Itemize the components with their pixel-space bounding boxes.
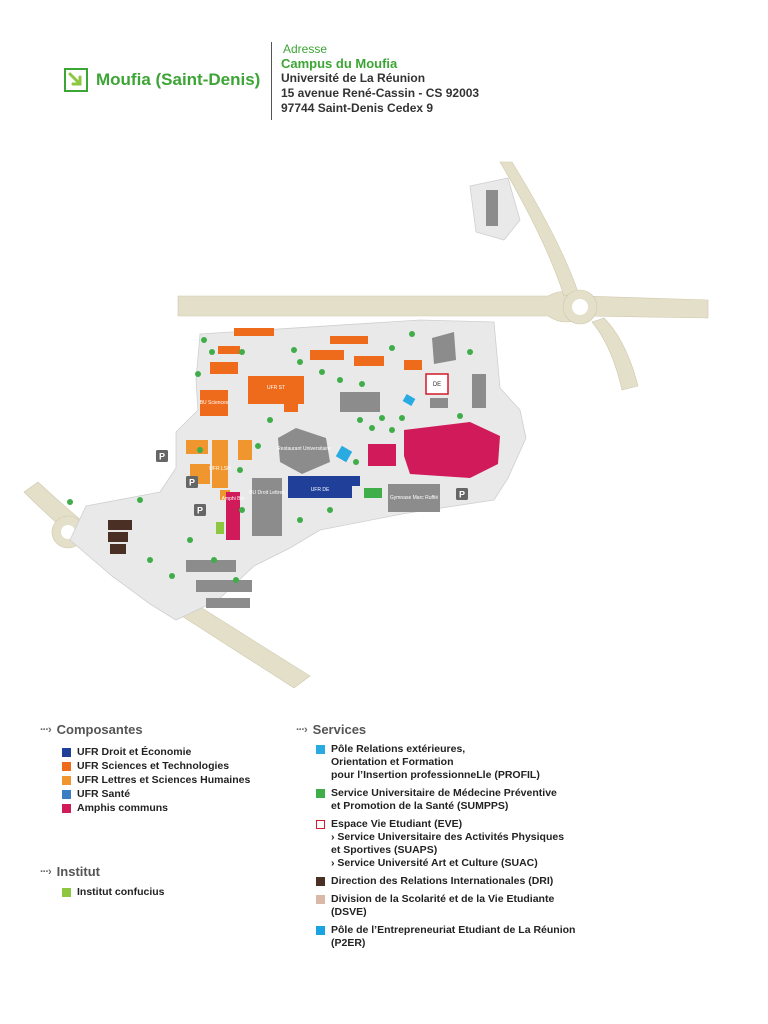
campus-map: P P P P BU Sciences UFR ST Restaurant Un… (23, 161, 709, 689)
parking-icon: P (456, 488, 468, 500)
composantes-heading: ···› Composantes (40, 722, 143, 737)
legend-swatch (62, 762, 71, 771)
legend-item: UFR Santé (62, 788, 250, 801)
legend-label: Direction des Relations Internationales … (331, 875, 554, 887)
legend-swatch (316, 820, 325, 829)
legend-label: Institut confucius (77, 886, 165, 898)
legend-label: Pôle de l’Entrepreneuriat Etudiant de La… (331, 924, 576, 949)
legend-item: Service Universitaire de Médecine Préven… (316, 787, 575, 813)
legend-item: Direction des Relations Internationales … (316, 875, 575, 888)
address-line-1: Université de La Réunion (281, 71, 426, 85)
legend-item: UFR Lettres et Sciences Humaines (62, 774, 250, 787)
legend-label: UFR Lettres et Sciences Humaines (77, 774, 251, 786)
svg-text:P: P (159, 452, 165, 462)
legend-swatch (62, 748, 71, 757)
label-bu-sciences: BU Sciences (200, 400, 229, 406)
legend-label: UFR Sciences et Technologies (77, 760, 230, 772)
institut-heading: ···› Institut (40, 864, 100, 879)
dri-buildings (108, 520, 132, 554)
legend-item: Division de la Scolarité et de la Vie Et… (316, 893, 575, 919)
legend-item: Espace Vie Etudiant (EVE) › Service Univ… (316, 818, 575, 870)
ufr-st-buildings (200, 328, 422, 416)
legend-item: UFR Droit et Économie (62, 746, 250, 759)
legend-swatch (62, 804, 71, 813)
legend-item: UFR Sciences et Technologies (62, 760, 250, 773)
road-east (591, 317, 639, 391)
svg-text:P: P (189, 478, 195, 488)
arrow-down-right-icon (64, 68, 88, 92)
label-ufr-lsh: UFR LSH (209, 466, 231, 472)
campus-title: Moufia (Saint-Denis) (64, 68, 260, 92)
legend-swatch (62, 888, 71, 897)
legend-item: Pôle Relations extérieures, Orientation … (316, 743, 575, 782)
label-de-box: DE (433, 382, 441, 388)
legend-item: Institut confucius (62, 886, 165, 899)
legend-swatch (316, 926, 325, 935)
address-block: Adresse Campus du Moufia Université de L… (281, 42, 479, 116)
label-gymnase: Gymnase Marc Ruffié (390, 495, 438, 501)
legend-swatch (316, 789, 325, 798)
svg-text:P: P (197, 506, 203, 516)
parking-icon: P (156, 450, 168, 462)
parking-icon: P (186, 476, 198, 488)
dotted-arrow-icon: ···› (296, 723, 308, 736)
legend-label: Division de la Scolarité et de la Vie Et… (331, 893, 555, 918)
legend-swatch (316, 877, 325, 886)
legend-label: UFR Santé (77, 788, 131, 800)
service-buildings (335, 394, 416, 463)
address-label: Adresse (283, 42, 328, 56)
legend-label: Amphis communs (77, 802, 169, 814)
dotted-arrow-icon: ···› (40, 865, 52, 878)
label-bu-droit: BU Droit Lettres (249, 490, 285, 496)
main-road (177, 290, 709, 323)
label-ufr-st: UFR ST (267, 385, 285, 391)
legend-swatch (316, 745, 325, 754)
header-divider (271, 42, 272, 120)
legend-item: Amphis communs (62, 802, 250, 815)
address-campus: Campus du Moufia (281, 56, 398, 71)
ufr-de-building (288, 476, 352, 498)
trees (67, 331, 473, 583)
legend-swatch (316, 895, 325, 904)
grey-buildings (186, 190, 498, 608)
institut-list: Institut confucius (62, 886, 165, 900)
institut-confucius (216, 522, 224, 534)
address-line-3: 97744 Saint-Denis Cedex 9 (281, 101, 434, 115)
legend-swatch (62, 790, 71, 799)
label-restaurant: Restaurant Universitaire (277, 446, 331, 452)
dotted-arrow-icon: ···› (40, 723, 52, 736)
services-heading: ···› Services (296, 722, 367, 737)
campus-name: Moufia (Saint-Denis) (96, 70, 261, 89)
parking-icon: P (194, 504, 206, 516)
legend-label: Pôle Relations extérieures, Orientation … (331, 743, 540, 781)
label-ufr-de: UFR DE (311, 487, 330, 493)
amphi-buildings (226, 422, 500, 540)
label-amphi-bio: Amphi Bio (222, 496, 245, 502)
legend-label: UFR Droit et Économie (77, 746, 192, 758)
address-line-2: 15 avenue René-Cassin - CS 92003 (281, 86, 480, 100)
parking-signs: P P P P (156, 450, 468, 516)
legend-item: Pôle de l’Entrepreneuriat Etudiant de La… (316, 924, 575, 950)
legend-label: Espace Vie Etudiant (EVE) › Service Univ… (331, 818, 565, 869)
svg-text:P: P (459, 490, 465, 500)
eve-building (425, 373, 449, 395)
services-list: Pôle Relations extérieures, Orientation … (316, 743, 575, 955)
legend-swatch (62, 776, 71, 785)
legend-label: Service Universitaire de Médecine Préven… (331, 787, 557, 812)
